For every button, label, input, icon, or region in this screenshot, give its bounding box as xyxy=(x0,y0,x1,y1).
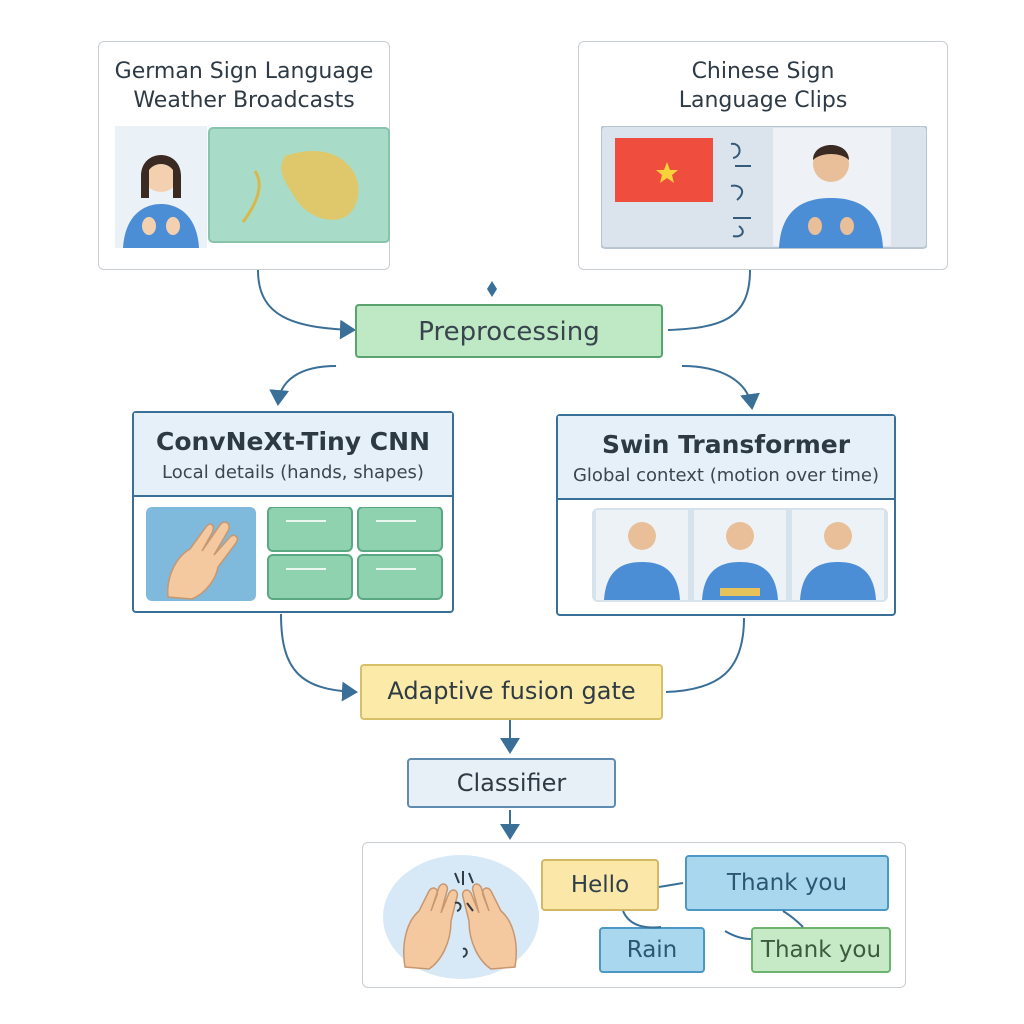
classifier-block: Classifier xyxy=(407,758,616,808)
swin-title: Swin Transformer xyxy=(601,430,851,459)
fusion-gate-block: Adaptive fusion gate xyxy=(360,664,663,720)
output-thank-you-secondary: Thank you xyxy=(751,927,891,973)
cnn-model-header: ConvNeXt-Tiny CNN Local details (hands, … xyxy=(134,413,452,497)
swin-frames-illustration xyxy=(592,508,888,602)
german-broadcast-illustration xyxy=(115,126,390,248)
german-title-line2: Weather Broadcasts xyxy=(133,88,355,113)
swin-model-box: Swin Transformer Global context (motion … xyxy=(556,414,896,616)
swin-model-header: Swin Transformer Global context (motion … xyxy=(558,416,894,500)
cnn-title: ConvNeXt-Tiny CNN xyxy=(155,427,431,456)
cnn-model-box: ConvNeXt-Tiny CNN Local details (hands, … xyxy=(132,411,454,613)
output-rain: Rain xyxy=(599,927,705,973)
arrow-cnn-to-fusion xyxy=(280,613,358,702)
swin-subtitle: Global context (motion over time) xyxy=(572,465,880,486)
arrow-german-to-preprocessing xyxy=(257,269,356,340)
german-source-box: German Sign Language Weather Broadcasts xyxy=(98,41,390,270)
arrow-preprocessing-to-swin xyxy=(681,365,760,410)
arrow-preprocessing-to-cnn xyxy=(269,365,337,406)
arrow-chinese-to-preprocessing xyxy=(667,269,751,331)
german-title-line1: German Sign Language xyxy=(114,59,374,84)
chinese-source-title: Chinese Sign Language Clips xyxy=(579,57,947,115)
chinese-title-line2: Language Clips xyxy=(678,88,848,113)
output-bubble-connectors xyxy=(622,882,804,940)
preprocessing-block: Preprocessing xyxy=(355,304,663,358)
chinese-title-line1: Chinese Sign xyxy=(691,59,835,84)
cnn-feature-illustration xyxy=(146,507,443,601)
arrow-swin-to-fusion xyxy=(665,617,745,693)
hands-illustration xyxy=(383,855,539,979)
output-hello: Hello xyxy=(541,859,659,911)
small-diamond-marker xyxy=(487,281,497,297)
output-panel: Hello Thank you Rain Thank you xyxy=(362,842,906,988)
chinese-source-box: Chinese Sign Language Clips xyxy=(578,41,948,270)
output-thank-you-primary: Thank you xyxy=(685,855,889,911)
german-source-title: German Sign Language Weather Broadcasts xyxy=(99,57,389,115)
cnn-subtitle: Local details (hands, shapes) xyxy=(162,462,424,483)
chinese-clip-illustration xyxy=(601,126,927,249)
